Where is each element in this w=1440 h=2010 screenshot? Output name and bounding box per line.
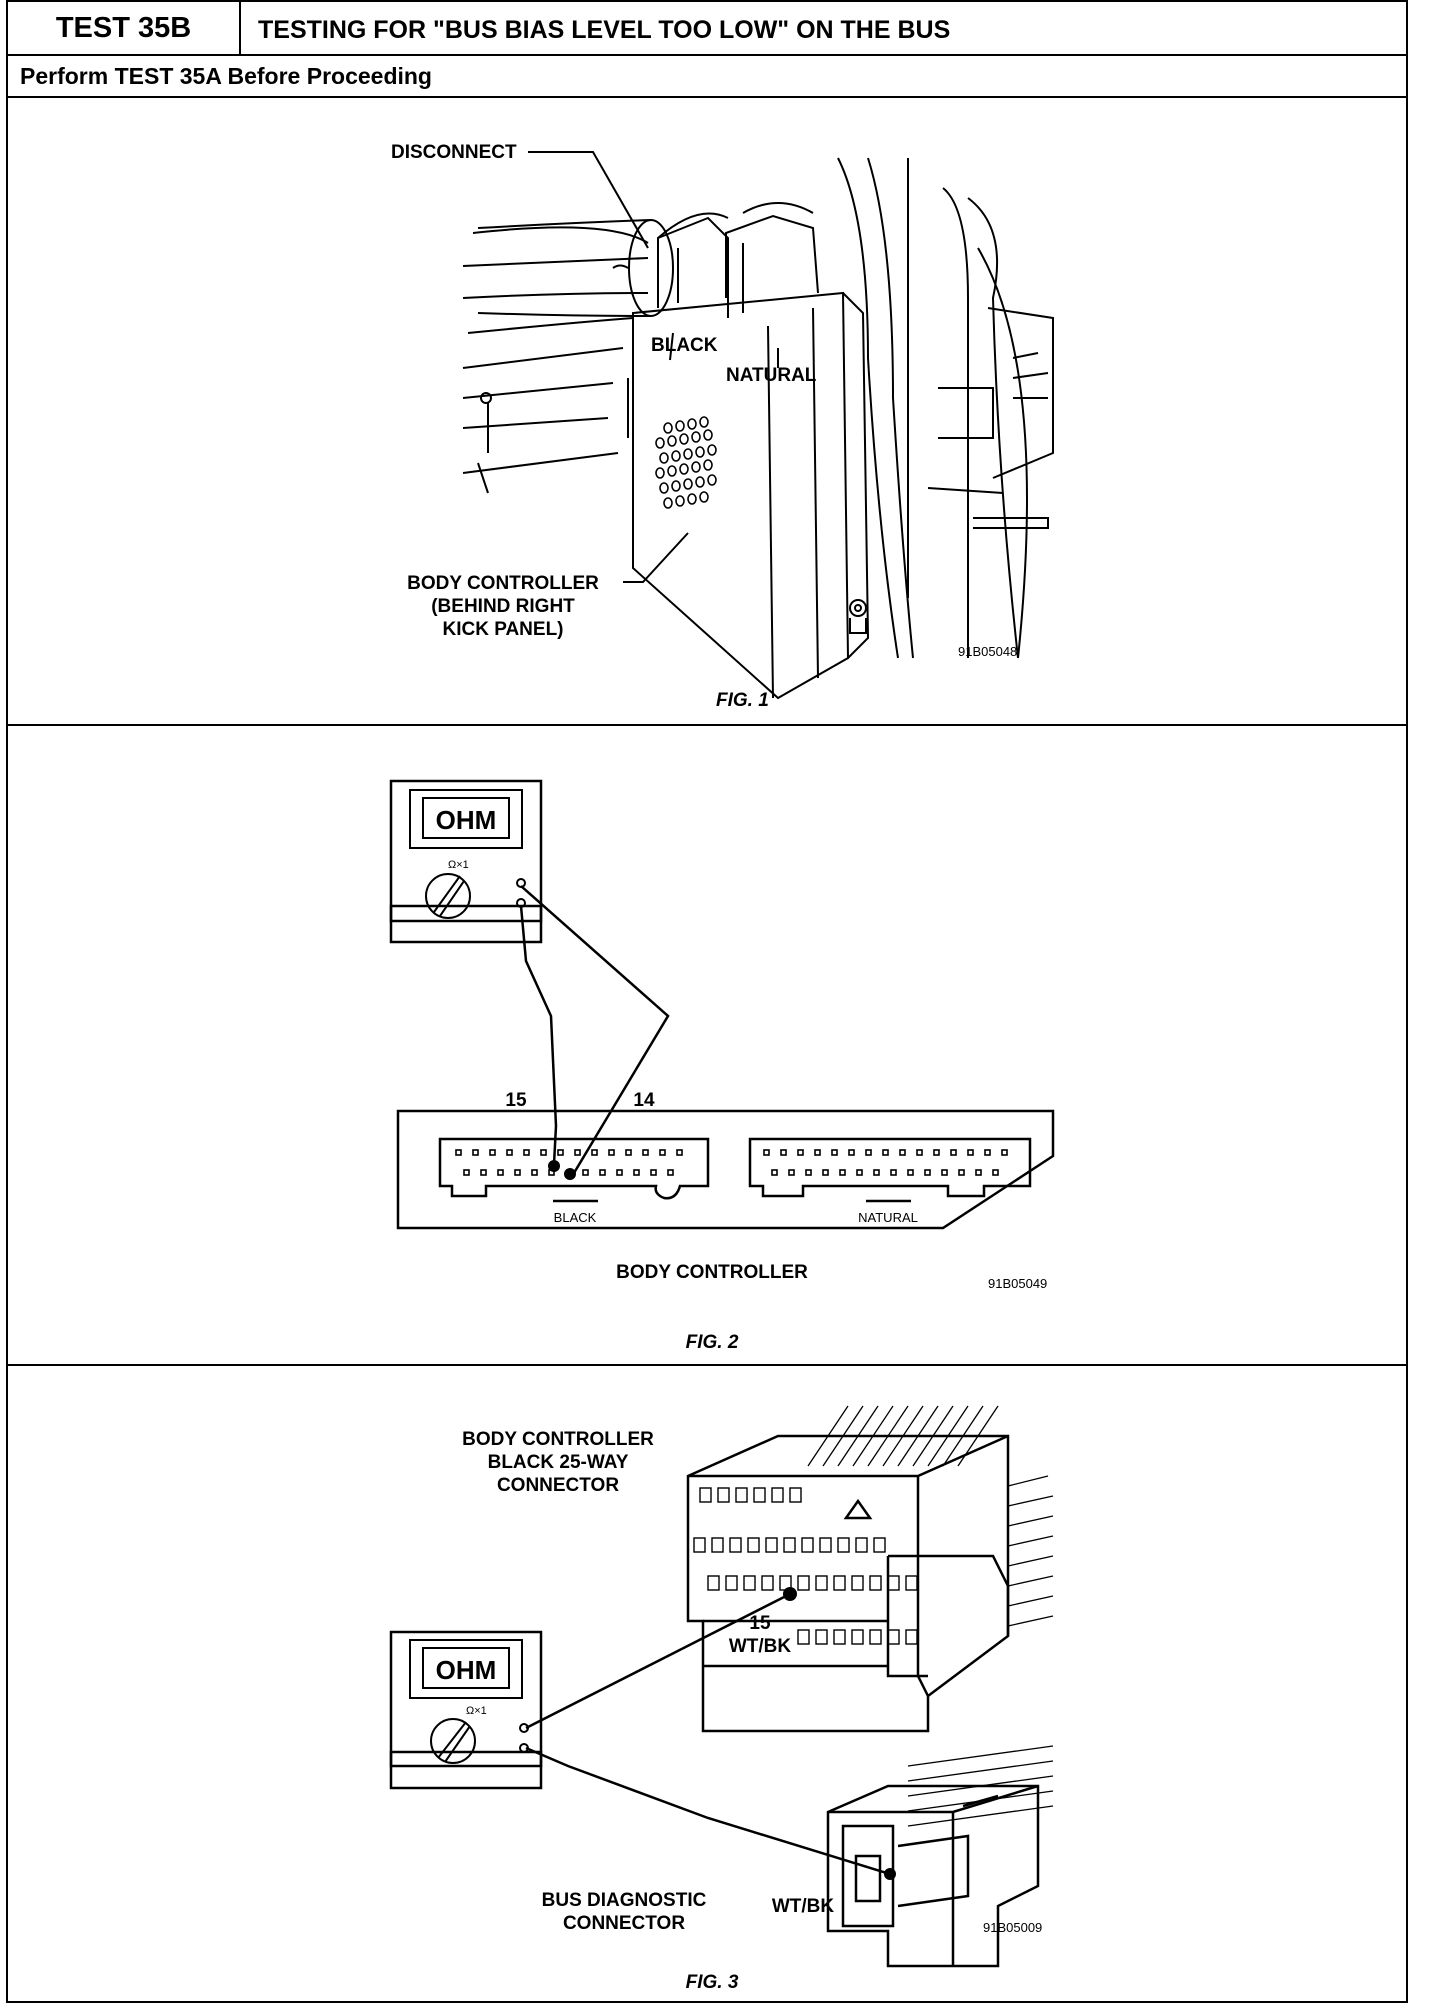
figure-3-code: 91B05009: [983, 1920, 1042, 1935]
body-controller-label: BODY CONTROLLER: [616, 1262, 808, 1283]
test-title: TESTING FOR "BUS BIAS LEVEL TOO LOW" ON …: [258, 16, 951, 44]
disconnect-label: DISCONNECT: [391, 142, 517, 163]
figure-2-caption: FIG. 2: [686, 1332, 739, 1353]
bus-diagnostic-connector: [826, 1784, 1040, 1968]
ohmmeter: OHM Ω×1: [389, 779, 543, 944]
diag-label-line2: CONNECTOR: [563, 1913, 685, 1934]
test-procedure-sheet: TEST 35B TESTING FOR "BUS BIAS LEVEL TOO…: [6, 0, 1408, 2003]
connector-label-line1: BODY CONTROLLER: [462, 1429, 654, 1450]
figure-2-illustration: OHM Ω×1: [389, 779, 1055, 1353]
meter-range-label: Ω×1: [448, 859, 469, 871]
meter-display: OHM: [436, 805, 497, 835]
figure-2-code: 91B05049: [988, 1276, 1047, 1291]
connector-label-line2: BLACK 25-WAY: [488, 1452, 629, 1473]
diag-label-line1: BUS DIAGNOSTIC: [542, 1890, 707, 1911]
figure-2-panel: OHM Ω×1: [8, 726, 1406, 1366]
figure-3-illustration: OHM Ω×1 BODY CONTROLLER BLACK 25-WAY CON…: [389, 1405, 1054, 1993]
natural-connector-label: NATURAL: [726, 365, 817, 386]
pin-14-label: 14: [633, 1090, 655, 1111]
figure-1-panel: DISCONNECT BLACK NATURAL BODY CONTROLLER…: [8, 98, 1406, 726]
body-controller-connectors: [396, 1109, 1055, 1230]
black-connector-label: BLACK: [554, 1210, 597, 1225]
black-25-way-connector: [686, 1434, 1010, 1733]
meter-display: OHM: [436, 1655, 497, 1685]
figure-1-illustration: DISCONNECT BLACK NATURAL BODY CONTROLLER…: [391, 142, 1054, 711]
vent-pattern: [655, 416, 717, 509]
prerequisite-row: Perform TEST 35A Before Proceeding: [8, 54, 1406, 98]
black-connector-label: BLACK: [651, 335, 718, 356]
pin-15-label: 15: [749, 1613, 771, 1634]
ohmmeter: OHM Ω×1: [389, 1630, 543, 1790]
meter-range-label: Ω×1: [466, 1705, 487, 1717]
pin-15-label: 15: [505, 1090, 527, 1111]
figure-1-code: 91B05048: [958, 644, 1017, 659]
header-row: TEST 35B TESTING FOR "BUS BIAS LEVEL TOO…: [8, 2, 1406, 56]
wire-color-top-label: WT/BK: [729, 1636, 792, 1657]
body-controller-label-line2: (BEHIND RIGHT: [431, 596, 575, 617]
natural-connector-label: NATURAL: [858, 1210, 918, 1225]
figure-3-caption: FIG. 3: [686, 1972, 739, 1993]
figure-3-panel: OHM Ω×1 BODY CONTROLLER BLACK 25-WAY CON…: [8, 1366, 1406, 2005]
test-id: TEST 35B: [8, 2, 241, 54]
figure-1-caption: FIG. 1: [716, 690, 769, 711]
wire-color-bottom-label: WT/BK: [772, 1896, 835, 1917]
body-controller-label-line1: BODY CONTROLLER: [407, 573, 599, 594]
connector-label-line3: CONNECTOR: [497, 1475, 619, 1496]
prerequisite-note: Perform TEST 35A Before Proceeding: [20, 63, 432, 89]
body-controller-label-line3: KICK PANEL): [442, 619, 563, 640]
